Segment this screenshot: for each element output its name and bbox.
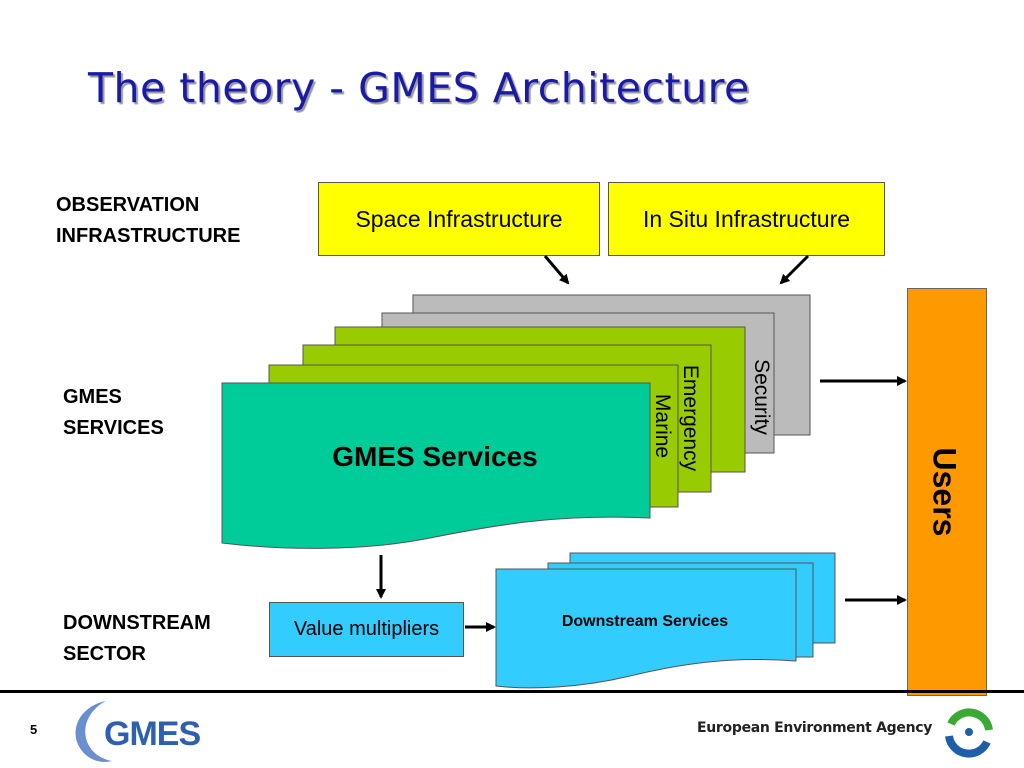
observation-infrastructure-label: OBSERVATION INFRASTRUCTURE (56, 190, 240, 252)
eea-logo-dot (965, 728, 973, 736)
downstream-label-line1: DOWNSTREAM (63, 612, 211, 634)
agency-name: European Environment Agency (697, 720, 933, 736)
gmes-services-shape (221, 382, 651, 549)
emergency-label: Emergency (679, 364, 702, 472)
downstream-services-title: Downstream Services (561, 613, 729, 630)
space-infrastructure-box: Space Infrastructure (318, 182, 600, 256)
space-to-services-arrow (543, 255, 570, 285)
eea-logo-ring-blue (945, 735, 991, 758)
users-label: Users (926, 447, 963, 537)
footer-divider (0, 690, 1024, 693)
gmes-services-label: GMES SERVICES (63, 382, 164, 444)
in-situ-infrastructure-box: In Situ Infrastructure (608, 182, 885, 256)
downstream-services-shape (495, 568, 797, 689)
eea-logo (945, 708, 993, 758)
services-label-line2: SERVICES (63, 417, 164, 439)
observation-label-line2: INFRASTRUCTURE (56, 225, 241, 247)
gmes-logo-text: GMES (104, 715, 200, 753)
marine-label: Marine (651, 393, 674, 459)
gmes-logo: GMES (75, 701, 201, 762)
downstream-sector-label: DOWNSTREAM SECTOR (63, 608, 211, 670)
gmes-logo-swoosh (75, 701, 112, 762)
observation-label-line1: OBSERVATION (56, 194, 200, 216)
services-label-line1: GMES (63, 386, 122, 408)
downstream-label-line2: SECTOR (63, 643, 146, 665)
eea-logo-ring-green (947, 708, 993, 731)
insitu-to-services-arrow (779, 254, 810, 285)
users-box (907, 288, 987, 696)
security-label: Security (750, 359, 773, 435)
page-number: 5 (30, 722, 38, 737)
value-multipliers-box: Value multipliers (269, 602, 464, 657)
page-title: The theory - GMES Architecture (88, 64, 750, 112)
gmes-services-title: GMES Services (332, 441, 538, 472)
